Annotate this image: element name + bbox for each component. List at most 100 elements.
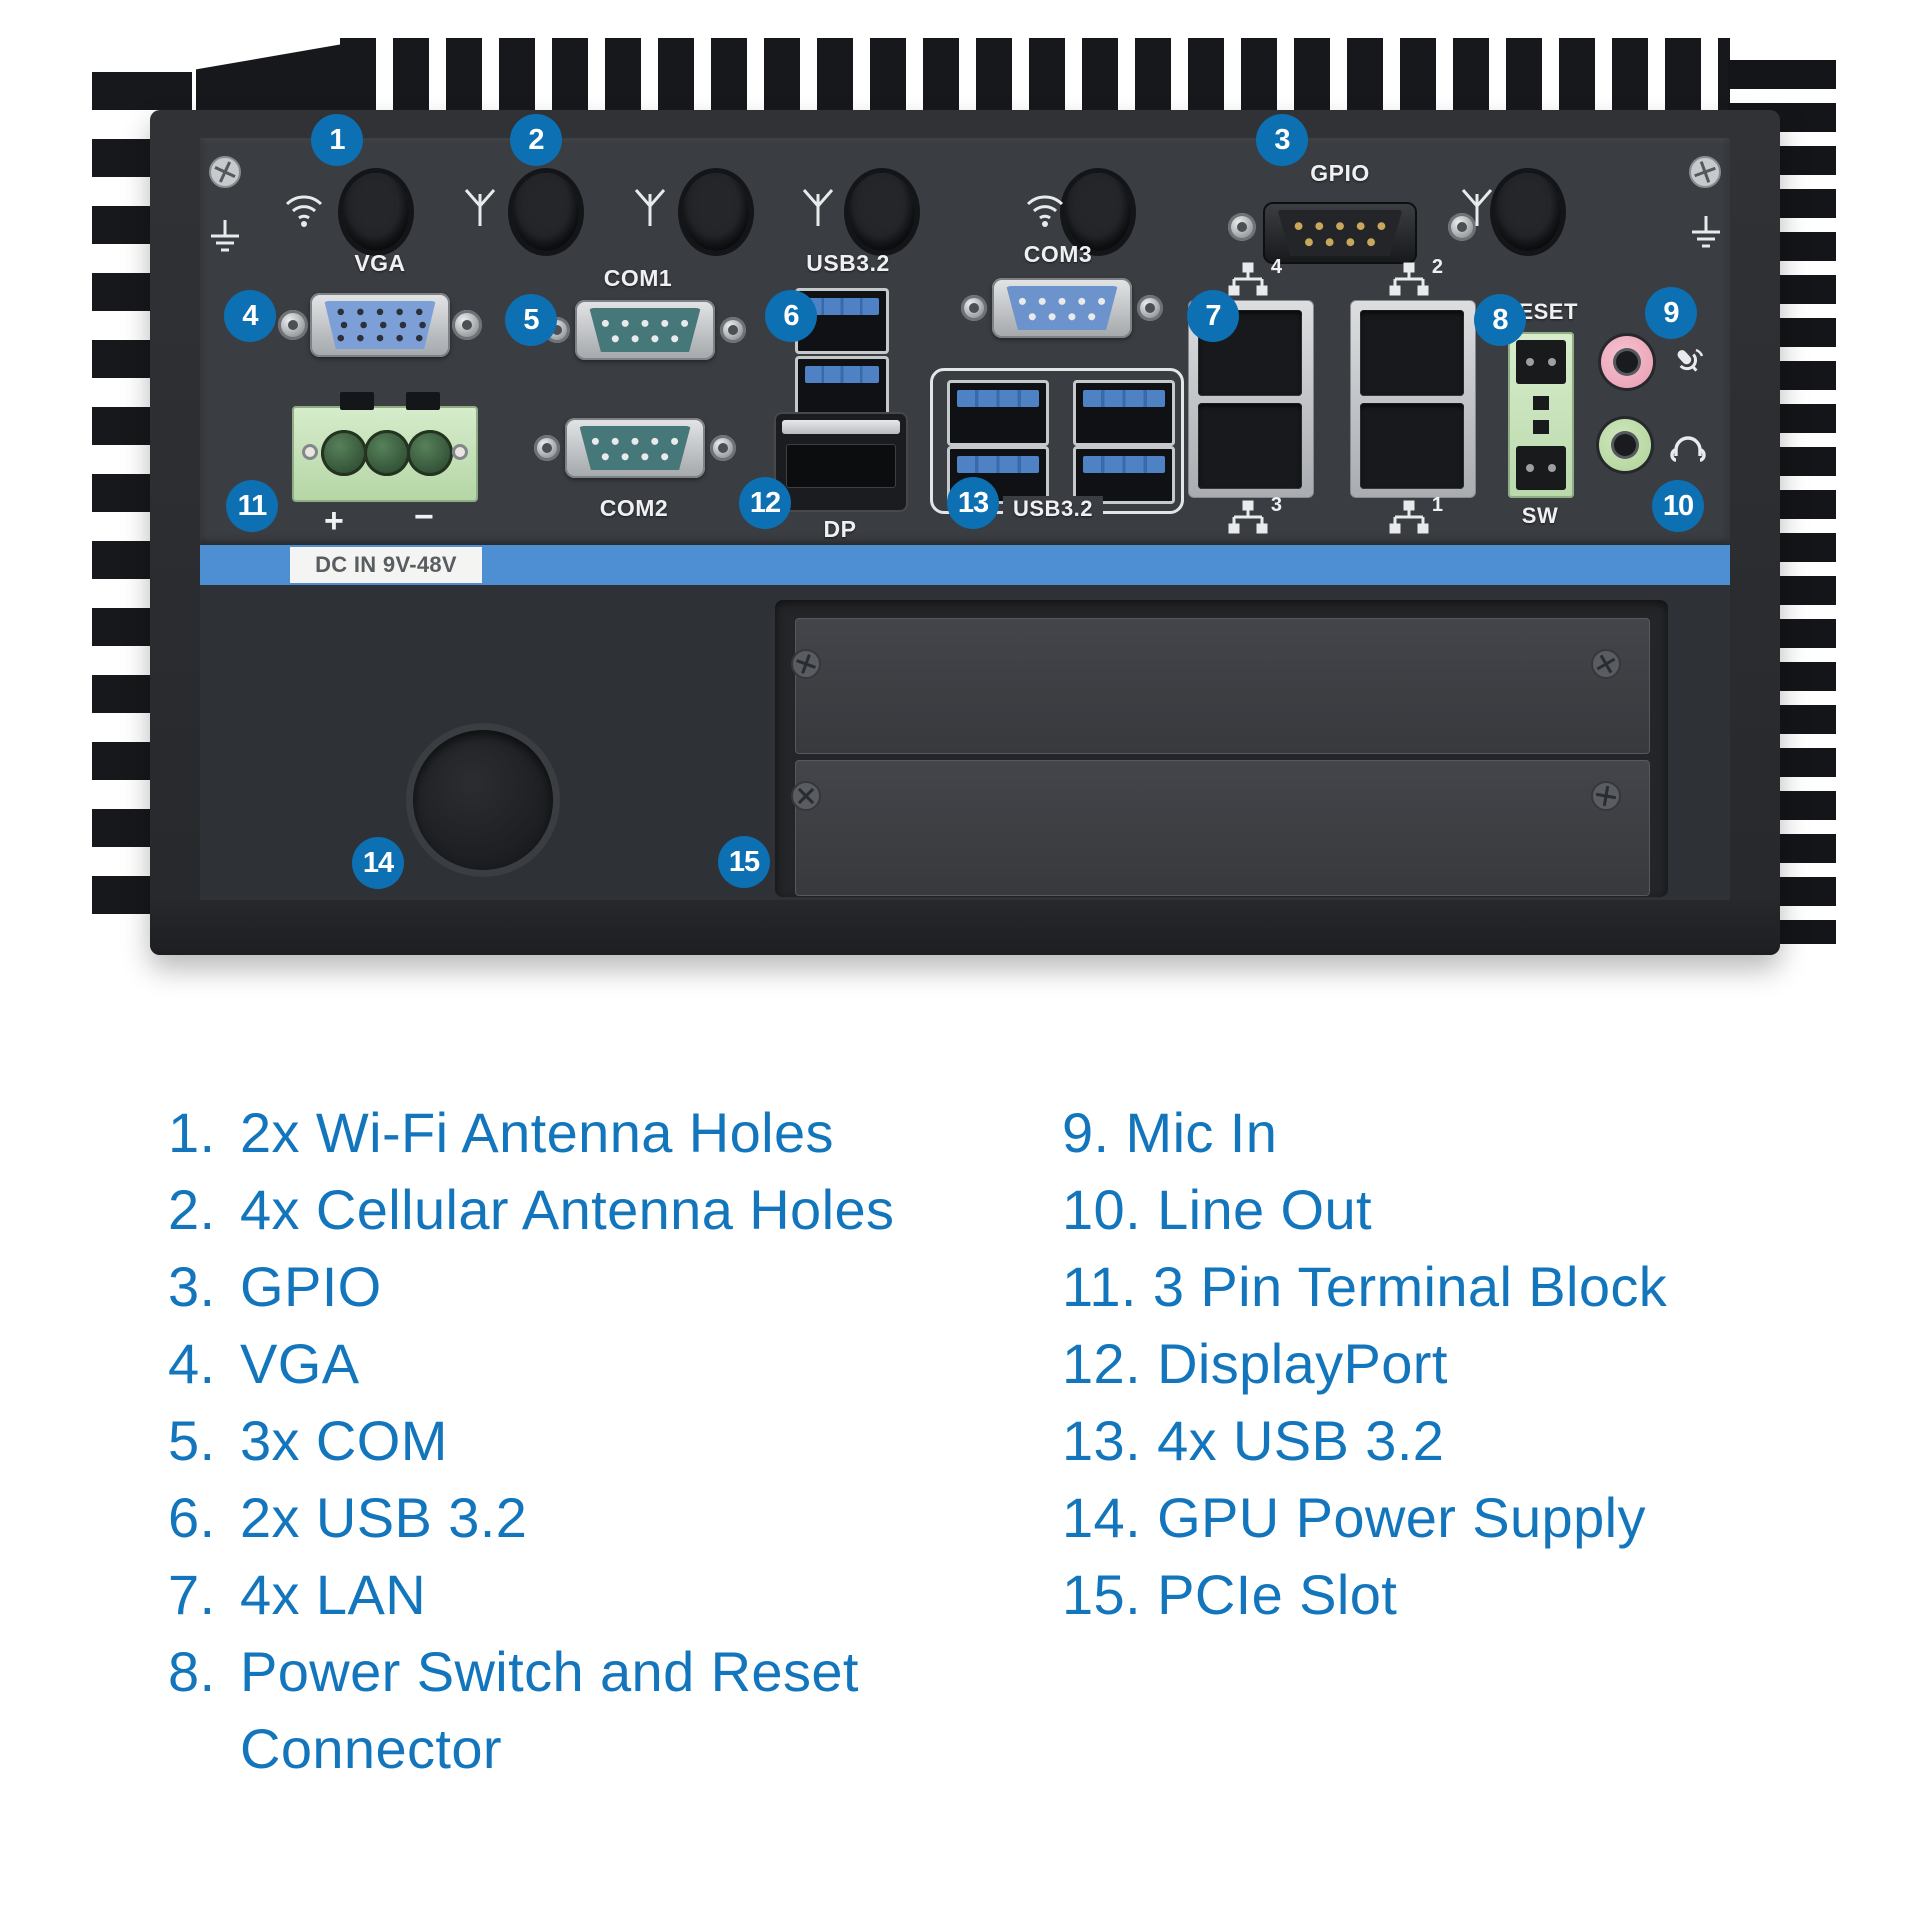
cellular-antenna-hole xyxy=(513,173,579,251)
jack-screw-nut xyxy=(961,295,987,321)
legend-item-9: 9.Mic In xyxy=(1062,1101,1278,1164)
usb-port xyxy=(1073,446,1175,504)
antenna-icon xyxy=(628,184,672,235)
headphones-icon xyxy=(1666,426,1710,475)
legend-item-11: 11.3 Pin Terminal Block xyxy=(1062,1255,1668,1318)
lan-port-cage xyxy=(1350,300,1476,498)
com2-port xyxy=(565,418,705,478)
jack-screw-nut xyxy=(534,435,560,461)
cellular-antenna-hole xyxy=(1495,173,1561,251)
dc-in-label-plate: DC IN 9V-48V xyxy=(290,547,482,583)
cellular-antenna-hole xyxy=(683,173,749,251)
legend-item-7: 7.4x LAN xyxy=(168,1563,427,1626)
wifi-icon xyxy=(1022,184,1068,235)
antenna-icon xyxy=(1455,184,1499,235)
legend-item-12: 12.DisplayPort xyxy=(1062,1332,1448,1395)
legend-item-5: 5.3x COM xyxy=(168,1409,448,1472)
screw-icon xyxy=(1590,780,1622,812)
gpio-label: GPIO xyxy=(1310,160,1370,186)
displayport-port xyxy=(774,412,908,512)
lan-number: 2 xyxy=(1431,256,1443,278)
callout-badge-2: 2 xyxy=(510,114,562,166)
minus-sign: − xyxy=(414,498,434,536)
wifi-antenna-hole xyxy=(343,173,409,251)
jack-screw-nut xyxy=(1448,213,1476,241)
legend-item-13: 13.4x USB 3.2 xyxy=(1062,1409,1445,1472)
jack-screw-nut xyxy=(1228,213,1256,241)
jack-screw-nut xyxy=(720,317,746,343)
mic-icon xyxy=(1666,340,1710,389)
ground-icon xyxy=(203,216,247,265)
callout-badge-14: 14 xyxy=(352,837,404,889)
antenna-icon xyxy=(458,184,502,235)
vga-ear-screw xyxy=(452,310,482,340)
com1-port xyxy=(575,300,715,360)
screw-icon xyxy=(790,780,822,812)
legend-item-4: 4.VGA xyxy=(168,1332,360,1395)
dp-label: DP xyxy=(823,516,857,542)
callout-badge-11: 11 xyxy=(226,480,278,532)
legend-item-15: 15.PCIe Slot xyxy=(1062,1563,1398,1626)
vga-ear-screw xyxy=(278,310,308,340)
vga-label: VGA xyxy=(354,250,406,276)
callout-badge-10: 10 xyxy=(1652,480,1704,532)
pcie-slot-cover xyxy=(795,760,1650,896)
legend-item-3: 3.GPIO xyxy=(168,1255,382,1318)
legend-item-8-line2: Connector xyxy=(240,1717,502,1780)
chassis-base xyxy=(150,900,1780,955)
wifi-antenna-hole xyxy=(1065,173,1131,251)
lan-number: 4 xyxy=(1270,256,1282,278)
callout-badge-12: 12 xyxy=(739,477,791,529)
ground-icon xyxy=(1684,212,1728,261)
legend-item-6: 6.2x USB 3.2 xyxy=(168,1486,528,1549)
usb32-label: USB3.2 xyxy=(806,250,890,276)
legend-item-14: 14.GPU Power Supply xyxy=(1062,1486,1646,1549)
lan-port-icon: 1 xyxy=(1387,494,1443,540)
callout-badge-4: 4 xyxy=(224,290,276,342)
callout-badge-15: 15 xyxy=(718,836,770,888)
dc-in-label: DC IN 9V-48V xyxy=(315,552,457,577)
vga-port xyxy=(310,293,450,357)
lan-number: 3 xyxy=(1270,494,1282,516)
usb-port xyxy=(947,446,1049,504)
lan-port-icon: 4 xyxy=(1226,256,1282,302)
callout-badge-13: 13 xyxy=(947,477,999,529)
callout-badge-1: 1 xyxy=(311,114,363,166)
com2-label: COM2 xyxy=(599,495,669,521)
com3-port xyxy=(992,278,1132,338)
antenna-icon xyxy=(796,184,840,235)
line-out-jack xyxy=(1599,419,1651,471)
lan-port-icon: 2 xyxy=(1387,256,1443,302)
screw-icon xyxy=(790,648,822,680)
com3-label: COM3 xyxy=(1023,241,1093,267)
callout-badge-9: 9 xyxy=(1645,287,1697,339)
callout-badge-8: 8 xyxy=(1474,294,1526,346)
legend-item-2: 2.4x Cellular Antenna Holes xyxy=(168,1178,895,1241)
usb32-quad-label: USB3.2 xyxy=(1003,496,1104,522)
legend-item-8: 8.Power Switch and Reset xyxy=(168,1640,859,1703)
legend-item-1: 1.2x Wi-Fi Antenna Holes xyxy=(168,1101,834,1164)
usb-port xyxy=(795,356,889,420)
usb-port xyxy=(947,380,1049,446)
com1-label: COM1 xyxy=(603,265,673,291)
screw-icon xyxy=(1590,648,1622,680)
sw-label: SW xyxy=(1521,503,1559,528)
callout-badge-6: 6 xyxy=(765,290,817,342)
callout-badge-5: 5 xyxy=(505,294,557,346)
jack-screw-nut xyxy=(1137,295,1163,321)
callout-badge-3: 3 xyxy=(1256,114,1308,166)
lan-port-icon: 3 xyxy=(1226,494,1282,540)
terminal-block-3pin xyxy=(292,392,478,502)
wifi-icon xyxy=(281,184,327,235)
gpu-power-supply-hole xyxy=(413,730,553,870)
legend-item-10: 10.Line Out xyxy=(1062,1178,1372,1241)
screw-icon xyxy=(1688,155,1722,189)
gpio-port xyxy=(1263,202,1417,264)
usb-port xyxy=(1073,380,1175,446)
lan-number: 1 xyxy=(1431,494,1443,516)
pcie-slot-cover xyxy=(795,618,1650,754)
cellular-antenna-hole xyxy=(849,173,915,251)
usb-port xyxy=(795,288,889,354)
callout-badge-7: 7 xyxy=(1187,290,1239,342)
